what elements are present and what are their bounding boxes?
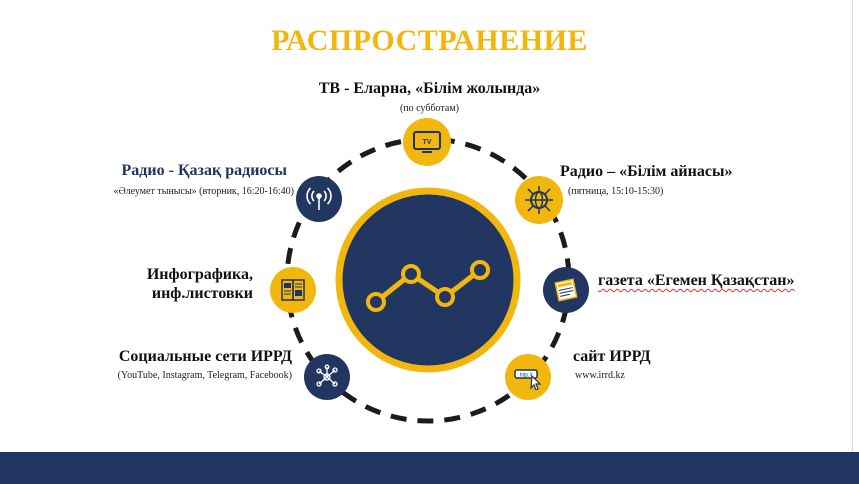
infographics-label-line1: Инфографика, [146, 266, 253, 283]
infographics-label-line2: инф.листовки [151, 285, 253, 302]
center-circle [335, 187, 521, 373]
share-network-icon [316, 364, 338, 387]
newspaper-icon [554, 278, 578, 302]
radio-kazakh-node [296, 176, 342, 222]
site-url: www.irrd.kz [575, 370, 625, 381]
site-label: сайт ИРРД [573, 348, 651, 365]
tv-icon: TV [413, 131, 441, 153]
newspaper-label: газета «Егемен Қазақстан» [598, 272, 795, 290]
social-label: Социальные сети ИРРД [118, 348, 292, 365]
tv-label: ТВ - Еларна, «Білім жолында» [318, 80, 541, 97]
svg-text:http://: http:// [520, 373, 533, 379]
svg-text:TV: TV [423, 139, 432, 146]
site-node: http:// [505, 354, 551, 400]
radio-bilim-label: Радио – «Білім айнасы» [560, 163, 733, 180]
footer-bar [0, 452, 859, 484]
newspaper-label-text: газета «Егемен Қазақстан» [598, 272, 795, 289]
infographics-node [270, 267, 316, 313]
globe-network-icon [525, 186, 553, 214]
slide-edge-divider [852, 0, 853, 452]
tv-node: TV [403, 118, 451, 166]
radio-kazakh-sub: «Әлеумет тынысы» (вторник, 16:20-16:40) [113, 186, 294, 197]
tv-sub: (по субботам) [400, 103, 459, 114]
newspaper-node [543, 267, 589, 313]
radio-kazakh-label: Радио - Қазақ радиосы [121, 162, 287, 179]
line-chart-icon [366, 260, 490, 312]
social-sub: (YouTube, Instagram, Telegram, Facebook) [117, 370, 292, 381]
web-cursor-icon: http:// [514, 369, 542, 390]
broadcast-icon [306, 187, 332, 210]
radio-bilim-sub: (пятница, 15:10-15:30) [568, 186, 664, 197]
social-node [304, 354, 350, 400]
leaflet-icon [281, 279, 305, 301]
page-title: РАСПРОСТРАНЕНИЕ [271, 24, 588, 57]
radio-bilim-node [515, 176, 563, 224]
